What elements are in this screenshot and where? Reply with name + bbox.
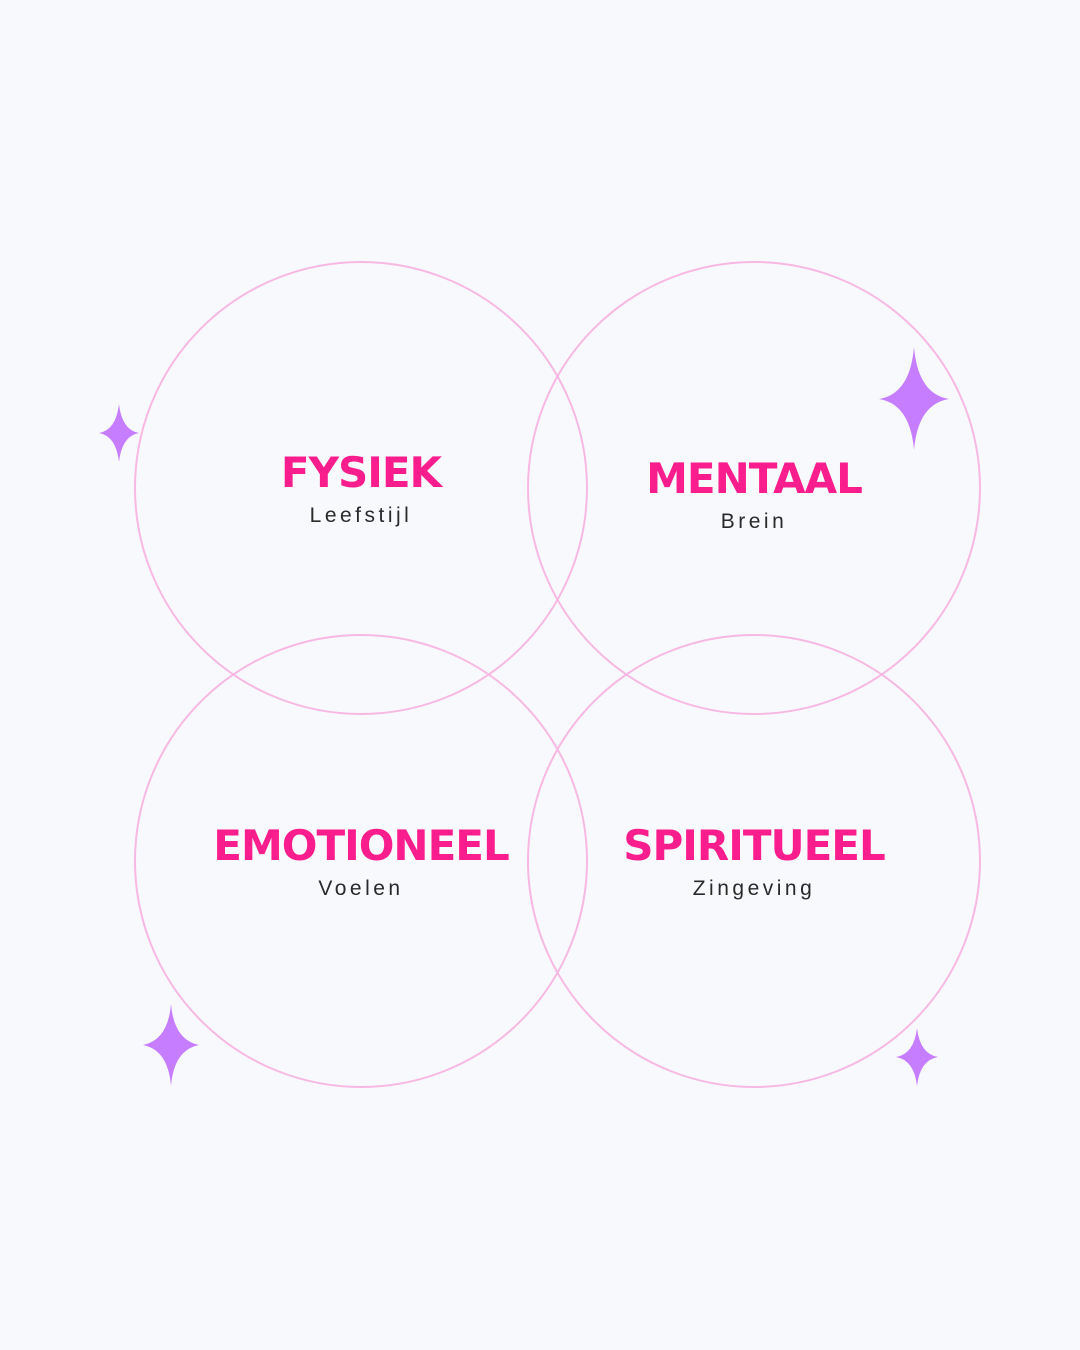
section-title: SPIRITUEEL (623, 821, 886, 870)
circle-fysiek (134, 261, 588, 715)
section-fysiek: FYSIEK Leefstijl (161, 452, 561, 528)
section-title: FYSIEK (280, 448, 442, 497)
section-subtitle: Brein (720, 510, 788, 533)
circle-spiritueel (527, 634, 981, 1088)
circle-emotioneel (134, 634, 588, 1088)
section-emotioneel: EMOTIONEEL Voelen (161, 825, 561, 901)
circle-mentaal (527, 261, 981, 715)
section-title: MENTAAL (646, 454, 863, 503)
section-title: EMOTIONEEL (213, 821, 509, 870)
section-mentaal: MENTAAL Brein (554, 458, 954, 534)
section-subtitle: Voelen (318, 877, 404, 900)
sparkle-icon (143, 1004, 199, 1086)
sparkle-icon (896, 1028, 938, 1086)
section-spiritueel: SPIRITUEEL Zingeving (554, 825, 954, 901)
sparkle-icon (879, 347, 949, 450)
section-subtitle: Leefstijl (309, 504, 413, 527)
section-subtitle: Zingeving (692, 877, 816, 900)
sparkle-icon (99, 404, 139, 462)
